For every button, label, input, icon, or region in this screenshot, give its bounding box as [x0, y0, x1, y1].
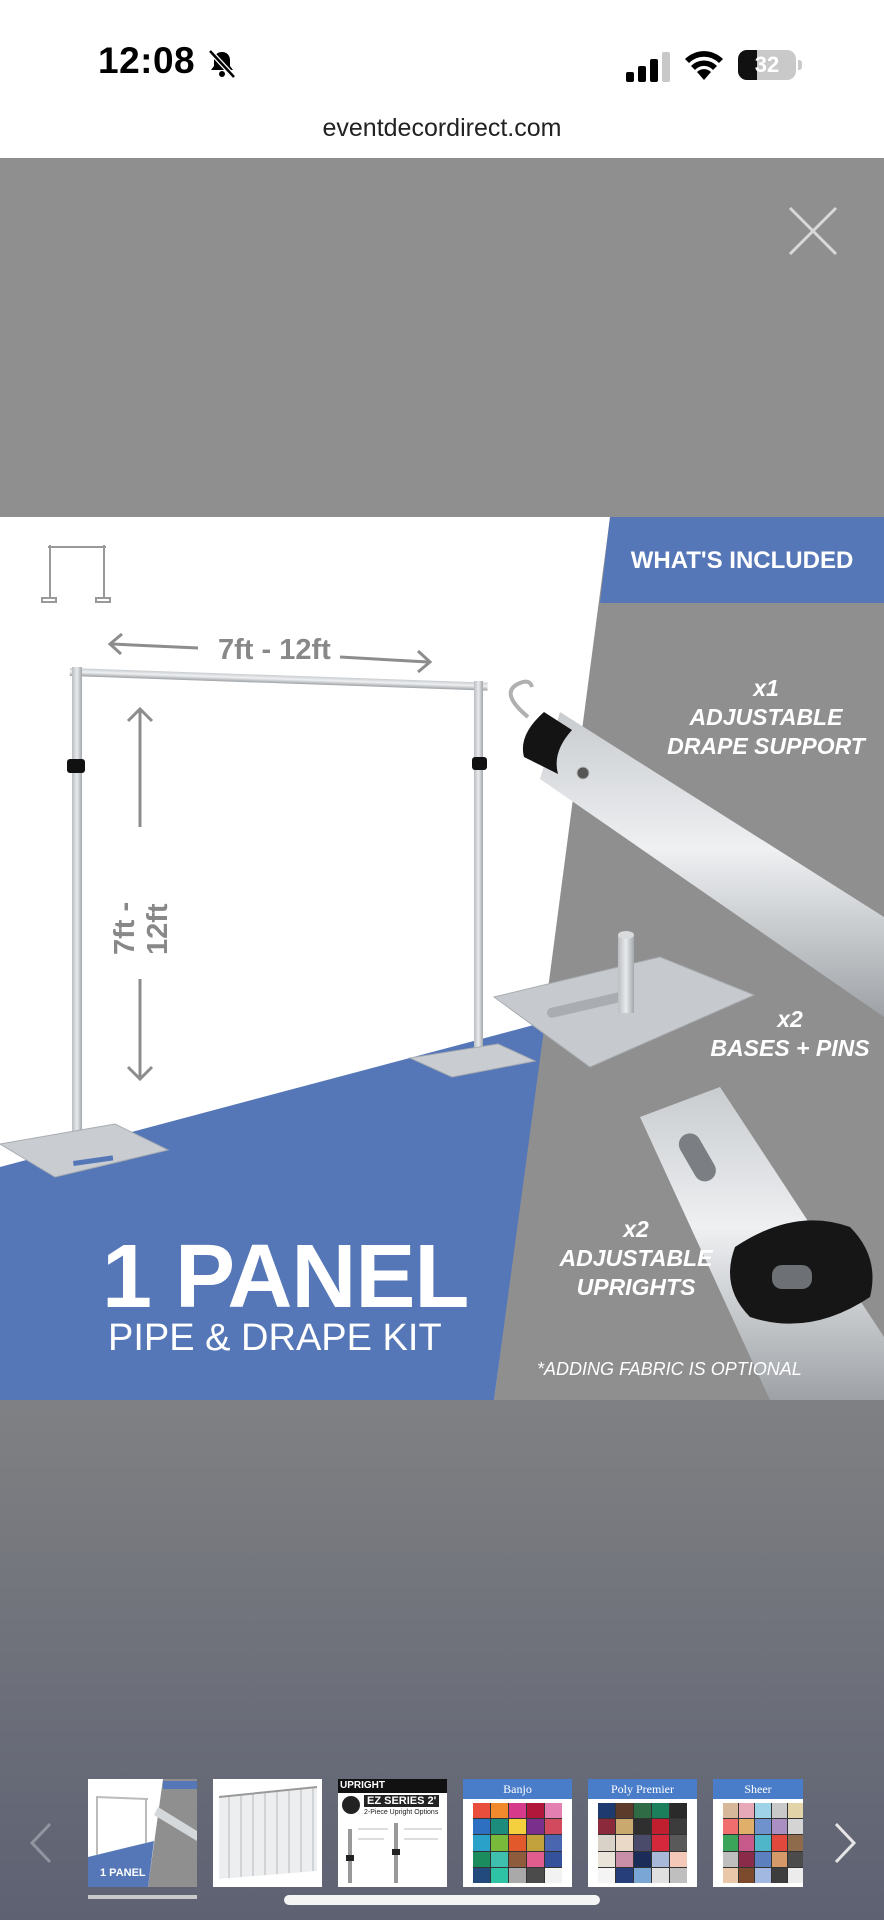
- browser-url-bar[interactable]: [0, 100, 884, 158]
- included-item-bases: x2 BASES + PINS: [696, 1005, 884, 1063]
- fabric-optional-note: *ADDING FABRIC IS OPTIONAL: [537, 1359, 802, 1379]
- thumbnail-poly-premier-swatches[interactable]: Poly Premier: [588, 1779, 697, 1887]
- wifi-icon: [685, 51, 723, 80]
- color-swatch-grid: [598, 1803, 687, 1883]
- drape-support-illustration: [508, 679, 884, 1017]
- thumb-label: 1 PANEL: [100, 1867, 146, 1879]
- item-qty: x2: [777, 1006, 803, 1032]
- status-time: 12:08: [98, 40, 196, 81]
- width-dimension-label: 7ft - 12ft: [218, 634, 331, 666]
- base-pin-illustration: [492, 931, 756, 1068]
- thumb-title: EZ SERIES 2': [364, 1795, 440, 1807]
- product-headline: 1 PANEL: [102, 1227, 469, 1327]
- url-text[interactable]: eventdecordirect.com: [322, 114, 562, 142]
- bell-off-icon: [208, 49, 236, 79]
- upright-illustration: [640, 1087, 884, 1400]
- thumbnail-upright[interactable]: UPRIGHT EZ SERIES 2' 2-Piece Upright Opt…: [338, 1779, 447, 1887]
- item-name: ADJUSTABLE DRAPE SUPPORT: [667, 704, 865, 759]
- thumbnail-banjo-swatches[interactable]: Banjo: [463, 1779, 572, 1887]
- product-image[interactable]: WHAT'S INCLUDED 7ft - 12ft 7ft - 12ft x1…: [0, 517, 884, 1400]
- color-swatch-grid: [723, 1803, 803, 1883]
- product-illustration: [0, 517, 884, 1400]
- thumbnail-kit[interactable]: 1 PANEL: [88, 1779, 197, 1887]
- chevron-left-icon[interactable]: [26, 1820, 56, 1866]
- frame-thumbnail-icon: [41, 545, 111, 603]
- status-bar: 12:08 32: [0, 0, 884, 100]
- item-name: BASES + PINS: [710, 1035, 870, 1061]
- included-item-drape-support: x1 ADJUSTABLE DRAPE SUPPORT: [648, 674, 884, 761]
- active-thumbnail-indicator: [88, 1895, 197, 1899]
- item-qty: x1: [753, 675, 779, 701]
- cellular-signal-icon: [626, 52, 670, 82]
- thumb-subtitle: 2-Piece Upright Options: [364, 1809, 439, 1816]
- thumbnail-drape[interactable]: [213, 1779, 322, 1887]
- battery-icon: 32: [738, 50, 802, 80]
- thumb-label: Sheer: [713, 1779, 803, 1799]
- thumb-label: Banjo: [463, 1779, 572, 1799]
- thumbnail-sheer-swatches[interactable]: Sheer: [713, 1779, 803, 1887]
- thumb-label: Poly Premier: [588, 1779, 697, 1799]
- item-name: ADJUSTABLE UPRIGHTS: [559, 1245, 713, 1300]
- chevron-right-icon[interactable]: [830, 1820, 860, 1866]
- height-dimension-label: 7ft - 12ft: [109, 901, 174, 955]
- product-subheadline: PIPE & DRAPE KIT: [108, 1317, 442, 1359]
- thumb-label: UPRIGHT: [338, 1779, 447, 1793]
- close-icon[interactable]: [786, 204, 840, 258]
- whats-included-title: WHAT'S INCLUDED: [630, 547, 854, 574]
- home-indicator[interactable]: [284, 1895, 600, 1905]
- color-swatch-grid: [473, 1803, 562, 1883]
- item-qty: x2: [623, 1216, 649, 1242]
- included-item-uprights: x2 ADJUSTABLE UPRIGHTS: [530, 1215, 742, 1302]
- battery-level: 32: [754, 52, 780, 77]
